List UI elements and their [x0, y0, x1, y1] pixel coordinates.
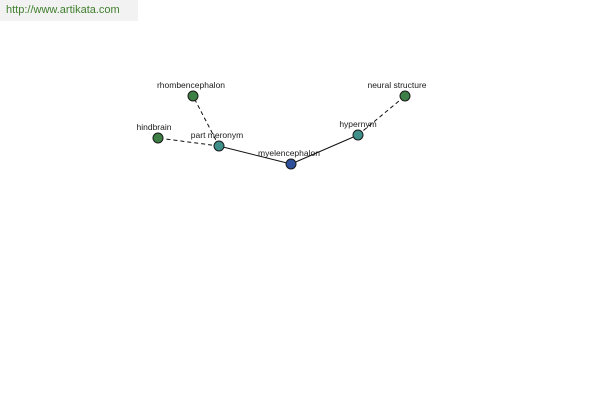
edge-myelencephalon-hypernym: [290, 134, 359, 165]
node-part-meronym[interactable]: part meronym: [191, 130, 243, 152]
node-label-hypernym[interactable]: hypernym: [339, 119, 376, 129]
word-node-dot[interactable]: [399, 90, 411, 102]
node-label-hindbrain[interactable]: hindbrain: [137, 122, 172, 132]
node-label-myelencephalon[interactable]: myelencephalon: [258, 148, 320, 158]
center-node-dot[interactable]: [285, 158, 297, 170]
node-hypernym[interactable]: hypernym: [339, 119, 377, 141]
edge-part-meronym-rhombencephalon: [192, 95, 220, 147]
node-rhombencephalon[interactable]: rhombencephalon: [157, 80, 225, 102]
relation-node-dot[interactable]: [352, 129, 364, 141]
node-myelencephalon[interactable]: myelencephalon: [258, 148, 320, 170]
node-label-neural-structure[interactable]: neural structure: [367, 80, 426, 90]
site-url-banner[interactable]: http://www.artikata.com: [0, 0, 138, 21]
word-node-dot[interactable]: [187, 90, 199, 102]
word-node-dot[interactable]: [152, 132, 164, 144]
node-hindbrain[interactable]: hindbrain: [137, 122, 172, 144]
node-label-rhombencephalon[interactable]: rhombencephalon: [157, 80, 225, 90]
node-label-part-meronym[interactable]: part meronym: [191, 130, 243, 140]
relation-node-dot[interactable]: [213, 140, 225, 152]
edge-part-meronym-hindbrain: [157, 137, 220, 147]
node-neural-structure[interactable]: neural structure: [367, 80, 427, 102]
edge-hypernym-neural-structure: [357, 95, 406, 136]
edge-myelencephalon-part-meronym: [218, 145, 292, 165]
